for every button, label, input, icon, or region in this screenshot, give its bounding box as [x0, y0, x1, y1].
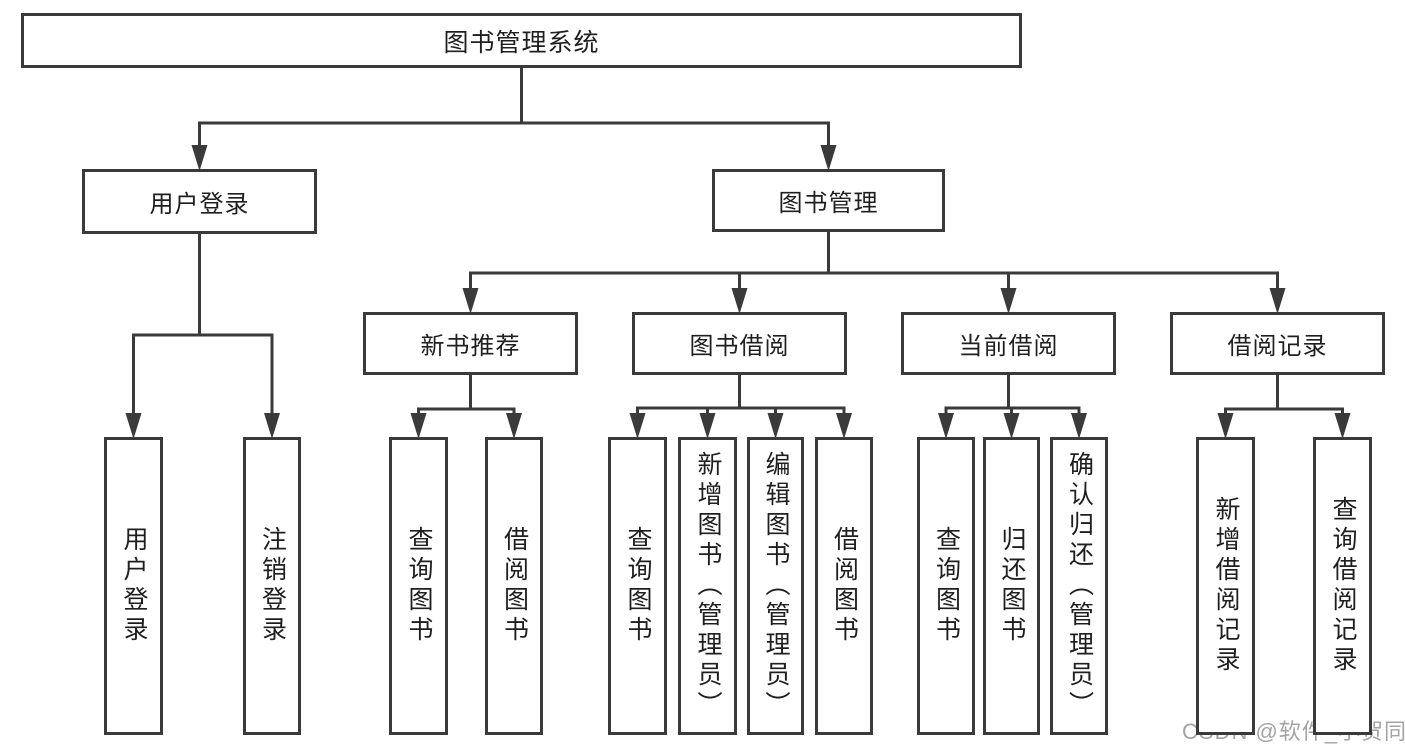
node-label-bb-edit: 编辑图书（管理员） — [762, 451, 790, 721]
node-cb-confirm: 确认归还（管理员） — [1050, 437, 1108, 735]
node-label-current-borrow: 当前借阅 — [958, 333, 1059, 360]
node-label-root: 图书管理系统 — [443, 28, 600, 57]
node-label-cb-return: 归还图书 — [998, 526, 1026, 646]
node-rec-query: 查询图书 — [389, 437, 448, 735]
node-label-bb-query: 查询图书 — [624, 526, 652, 646]
node-label-br-query: 查询借阅记录 — [1329, 496, 1357, 676]
node-bb-edit: 编辑图书（管理员） — [747, 437, 804, 735]
node-cb-query: 查询图书 — [917, 437, 975, 735]
node-label-cb-query: 查询图书 — [932, 526, 961, 646]
node-label-bb-borrow: 借阅图书 — [830, 526, 859, 646]
node-bb-query: 查询图书 — [608, 437, 667, 735]
node-bb-borrow: 借阅图书 — [815, 437, 873, 735]
node-login: 用户登录 — [104, 437, 163, 735]
node-label-new-book-rec: 新书推荐 — [420, 333, 521, 360]
node-cb-return: 归还图书 — [983, 437, 1040, 735]
node-root: 图书管理系统 — [21, 13, 1022, 68]
node-label-book-borrow: 图书借阅 — [689, 333, 790, 360]
node-bb-add: 新增图书（管理员） — [678, 437, 737, 735]
node-borrow-record: 借阅记录 — [1170, 312, 1385, 375]
node-label-cb-confirm: 确认归还（管理员） — [1065, 451, 1094, 721]
node-label-rec-borrow: 借阅图书 — [500, 526, 529, 646]
node-label-br-add: 新增借阅记录 — [1212, 496, 1240, 676]
node-label-login: 用户登录 — [120, 526, 148, 646]
node-label-user-login: 用户登录 — [149, 191, 250, 218]
node-label-borrow-record: 借阅记录 — [1227, 333, 1328, 360]
node-book-mgmt: 图书管理 — [712, 169, 945, 232]
node-label-logout: 注销登录 — [258, 526, 287, 646]
node-user-login: 用户登录 — [82, 169, 317, 234]
node-logout: 注销登录 — [243, 437, 301, 735]
node-new-book-rec: 新书推荐 — [363, 312, 578, 375]
node-label-bb-add: 新增图书（管理员） — [694, 451, 722, 721]
node-book-borrow: 图书借阅 — [632, 312, 847, 375]
node-rec-borrow: 借阅图书 — [485, 437, 543, 735]
node-label-rec-query: 查询图书 — [405, 526, 433, 646]
node-label-book-mgmt: 图书管理 — [778, 190, 879, 217]
node-br-add: 新增借阅记录 — [1196, 437, 1255, 735]
node-current-borrow: 当前借阅 — [901, 312, 1116, 375]
node-br-query: 查询借阅记录 — [1313, 437, 1372, 735]
